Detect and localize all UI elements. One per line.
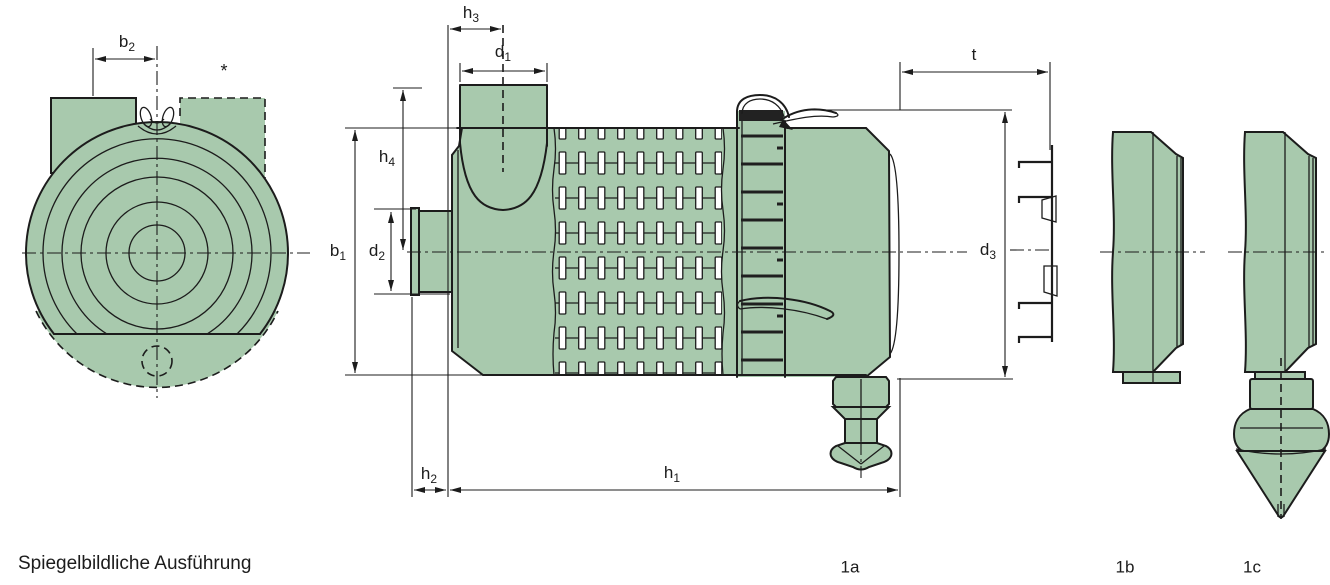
- dim-label-d1: d1: [494, 41, 512, 65]
- asterisk-label: *: [220, 61, 228, 81]
- mirror-block-dashed-outline: [179, 97, 266, 178]
- clamp-ring-rungs: [741, 134, 783, 362]
- dim-label-h4: h4: [378, 146, 396, 170]
- dim-label-h1: h1: [663, 462, 681, 486]
- element-right-crimp-edge: [720, 127, 726, 376]
- part-1c: [1228, 131, 1330, 519]
- d2-extensions: [374, 208, 450, 295]
- cover-rim-arc: [889, 153, 900, 355]
- dim-label-b2: b2: [119, 33, 135, 53]
- dim-label-d3: d3: [979, 239, 997, 263]
- part-1b: [1100, 131, 1205, 384]
- dimension-lines: [345, 25, 1051, 497]
- dim-label-b2-base: b: [118, 31, 129, 51]
- mounting-bracket: [1010, 145, 1058, 343]
- lower-wire-clamp: [736, 296, 835, 320]
- mirror-version-note: Spiegelbildliche Ausführung: [18, 553, 252, 574]
- dim-label-b1: b1: [329, 240, 347, 264]
- clamp-ring-teeth: [777, 146, 783, 318]
- dim-label-h3: h3: [462, 2, 480, 26]
- part-label-1b: 1b: [1115, 557, 1135, 577]
- dim-label-h2: h2: [420, 463, 438, 487]
- mirror-bottom-arc: [35, 310, 279, 389]
- drain-valve: [829, 376, 893, 478]
- dim-label-t: t: [971, 44, 977, 64]
- ring-circle-1: [42, 138, 272, 335]
- d3-extensions: [805, 109, 1013, 380]
- element-left-crimp-edge: [551, 127, 557, 376]
- clamp-ring-serrated-top: [739, 110, 783, 121]
- side-view: [345, 25, 1058, 497]
- cover-dome-edge: [865, 127, 892, 378]
- t-extensions: [899, 62, 1051, 150]
- head-fill: [452, 128, 557, 375]
- valve-slit: [1277, 504, 1285, 517]
- clamp-ring-fill: [737, 111, 785, 377]
- clamp-ring-edges: [736, 110, 786, 378]
- dim-label-b2-sub: 2: [128, 40, 136, 55]
- dim-label-d2: d2: [368, 240, 386, 264]
- inlet-pipe-root-arc: [459, 142, 548, 212]
- d1-extensions: [459, 63, 548, 82]
- head-left-edge: [451, 154, 484, 376]
- front-view: [22, 46, 310, 398]
- part-label-1a: 1a: [840, 557, 860, 577]
- part-label-1c: 1c: [1243, 557, 1261, 577]
